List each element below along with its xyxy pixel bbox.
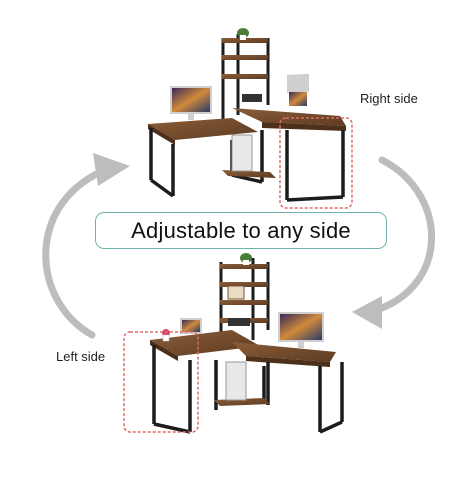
arrow-head-bottom-right bbox=[352, 296, 382, 329]
desk-bottom-configuration bbox=[123, 253, 344, 434]
right-side-label: Right side bbox=[360, 91, 418, 106]
cycle-arrows bbox=[42, 156, 435, 339]
banner-text: Adjustable to any side bbox=[131, 217, 351, 243]
left-curved-arrow bbox=[42, 164, 114, 339]
left-side-highlight bbox=[123, 331, 199, 433]
right-side-highlight bbox=[279, 117, 353, 209]
left-side-label: Left side bbox=[56, 349, 106, 364]
arrow-head-top-left bbox=[93, 153, 130, 186]
adjustable-banner: Adjustable to any side bbox=[95, 212, 387, 249]
arrow-heads bbox=[93, 153, 382, 329]
desk-top-configuration bbox=[148, 28, 353, 209]
right-curved-arrow bbox=[366, 156, 435, 316]
